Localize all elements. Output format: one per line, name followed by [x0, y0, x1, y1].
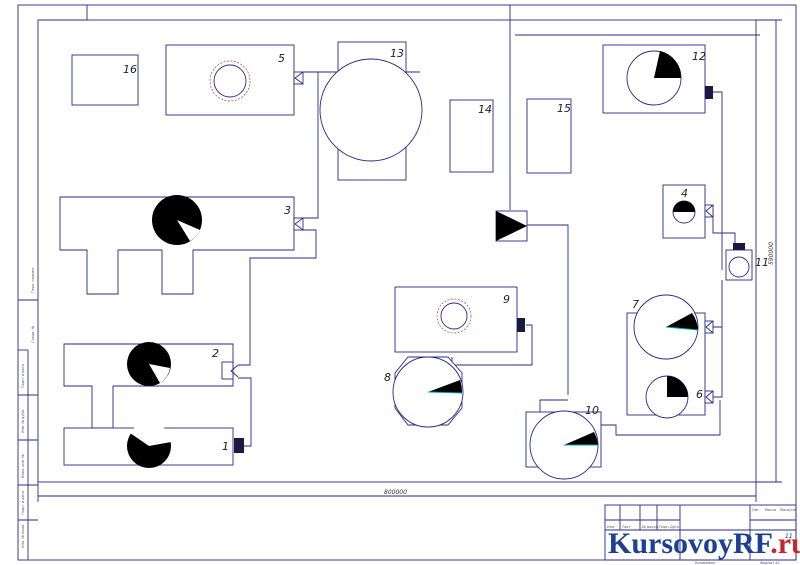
title-block-text-9: Копировал	[695, 561, 715, 565]
equipment-3-motor	[293, 217, 304, 231]
equipment-3	[59, 196, 295, 295]
equipment-2-arrow-icon	[230, 364, 239, 378]
watermark-suffix: .ru	[770, 527, 800, 560]
label-16: 16	[123, 63, 137, 76]
equipment-6-motor	[704, 390, 714, 404]
label-13: 13	[390, 47, 404, 60]
label-9: 9	[503, 293, 510, 306]
equipment-13	[319, 58, 423, 162]
side-stamp-text-3: Взам. инв. №	[21, 454, 25, 478]
equipment-7-motor	[704, 320, 714, 334]
equipment-9-drum	[436, 298, 472, 334]
side-stamp-text-2: Подп. и дата	[21, 491, 25, 515]
title-block-text-7: Масса	[765, 508, 776, 512]
label-8: 8	[384, 371, 391, 384]
title-block-text-6: Лит.	[752, 508, 760, 512]
equipment-2-cut	[149, 364, 170, 383]
equipment-5-arrow-icon	[294, 71, 304, 85]
label-10: 10	[585, 404, 599, 417]
title-block-text-2: Лист	[622, 525, 631, 529]
equipment-2-motor	[221, 361, 234, 380]
side-stamp-text-1: Инв. № подл.	[21, 524, 25, 548]
equipment-4-arrow-icon	[705, 204, 714, 218]
title-block-text-4: Подп.	[659, 525, 670, 529]
frame-top-notch	[38, 5, 88, 21]
equipment-7-level	[665, 326, 699, 331]
pump-icon	[496, 211, 527, 241]
title-block-text-3: № докум.	[642, 525, 659, 529]
equipment-8-fill	[428, 380, 463, 393]
label-6: 6	[696, 388, 703, 401]
equipment-5-drum	[209, 60, 251, 102]
equipment-12-motor-icon	[705, 86, 713, 99]
equipment-3-arrow-icon	[294, 217, 304, 231]
equipment-14	[449, 99, 494, 173]
side-stamp-text-5: Подп. и дата	[21, 364, 25, 388]
title-block	[604, 504, 797, 561]
room-outline	[37, 19, 757, 483]
equipment-9-motor-icon	[517, 318, 525, 332]
side-stamp-text-7: Перв. примен.	[31, 267, 35, 293]
label-11: 11	[755, 256, 769, 269]
equipment-8-level	[427, 391, 463, 394]
equipment-4-fill	[673, 201, 695, 212]
equipment-11-pump	[728, 256, 750, 278]
equipment-1-motor-icon	[234, 438, 244, 453]
svg-text:KursovoyRF.ru: KursovoyRF.ru	[608, 527, 800, 560]
label-1: 1	[222, 440, 229, 453]
title-block-text-5: Дата	[670, 525, 679, 529]
equipment-10-fill	[564, 432, 598, 445]
label-15: 15	[557, 102, 571, 115]
label-3: 3	[284, 204, 291, 217]
equipment-6-arrow-icon	[705, 390, 714, 404]
label-12: 12	[692, 50, 706, 63]
title-block-text-8: Масштаб	[780, 508, 797, 512]
equipment-7-arrow-icon	[705, 320, 714, 334]
equipment-5-drum-inner	[213, 64, 247, 98]
equipment-7-fill	[666, 313, 698, 330]
title-block-text-1: Изм.	[607, 525, 615, 529]
equipment-11-motor-icon	[733, 243, 745, 250]
sheet-number: 11	[785, 533, 793, 540]
watermark-main: KursovoyRF	[608, 527, 772, 560]
equipment-3-cut	[177, 220, 200, 241]
equipment-1-cut	[130, 421, 171, 446]
equipment-6-fill	[667, 376, 688, 397]
label-7: 7	[632, 298, 639, 311]
side-stamp-text-6: Справ. №	[31, 326, 35, 343]
equipment-4-motor	[704, 204, 714, 218]
title-block-text-10: Формат A1	[760, 561, 780, 565]
label-14: 14	[478, 103, 492, 116]
equipment-12-fill	[654, 51, 682, 78]
equipment-15	[526, 98, 572, 174]
equipment-16	[71, 54, 139, 106]
equipment-5-motor	[293, 71, 304, 85]
sheet-outer-frame	[17, 4, 797, 561]
dimension-height-text: 590000	[768, 242, 775, 265]
label-4: 4	[681, 187, 688, 200]
site-watermark: KursovoyRF.ru	[608, 527, 800, 560]
equipment-9-drum-inner	[440, 302, 468, 330]
side-stamp-text-4: Инв. № дубл.	[21, 409, 25, 433]
dimension-width-text: 800000	[384, 489, 407, 496]
label-5: 5	[278, 52, 285, 65]
label-2: 2	[212, 347, 219, 360]
